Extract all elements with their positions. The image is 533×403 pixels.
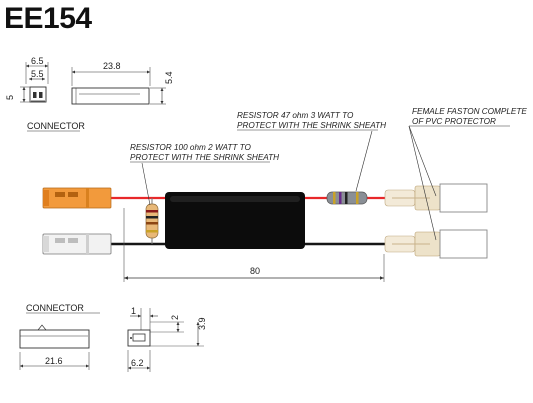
resistor-47-ohm xyxy=(326,191,368,205)
dim-2: 2 xyxy=(170,315,180,320)
dim-21-6: 21.6 xyxy=(45,356,63,366)
faston-callout-line1: FEMALE FASTON COMPLETE xyxy=(412,107,527,116)
faston-callout-line2: OF PVC PROTECTOR xyxy=(412,117,496,126)
shrink-sheath xyxy=(165,192,305,249)
dim-6-2: 6.2 xyxy=(131,358,144,368)
connector-bottom-end-view: 1 2 3.9 6.2 xyxy=(127,306,207,372)
resistor-100-callout-line2: PROTECT WITH THE SHRINK SHEATH xyxy=(130,153,279,162)
grey-connector xyxy=(42,233,112,255)
dim-6-5: 6.5 xyxy=(31,56,44,66)
resistor-47-callout-line2: PROTECT WITH THE SHRINK SHEATH xyxy=(237,121,386,130)
dim-1: 1 xyxy=(131,306,136,316)
dim-80: 80 xyxy=(250,266,260,276)
orange-connector xyxy=(42,187,112,209)
faston-terminal-bottom xyxy=(384,229,488,259)
faston-terminal-top xyxy=(384,183,488,213)
length-dimension: 80 xyxy=(123,208,385,282)
connector-top-label: CONNECTOR xyxy=(27,121,85,131)
connector-top-side-view: 23.8 5.4 xyxy=(71,61,174,105)
resistor-100-ohm xyxy=(145,198,159,244)
dim-5: 5 xyxy=(5,95,15,100)
dim-3-9: 3.9 xyxy=(197,317,207,330)
dim-23-8: 23.8 xyxy=(103,61,121,71)
resistor-100-callout-line1: RESISTOR 100 ohm 2 WATT TO xyxy=(130,143,252,152)
connector-bottom-side-view: 21.6 xyxy=(19,324,90,370)
dim-5-4: 5.4 xyxy=(164,71,174,84)
connector-top-end-view: 6.5 5.5 5 xyxy=(5,56,49,103)
dim-5-5: 5.5 xyxy=(31,69,44,79)
part-number-title: EE154 xyxy=(4,2,92,35)
resistor-47-callout-line1: RESISTOR 47 ohm 3 WATT TO xyxy=(237,111,354,120)
connector-bottom-label: CONNECTOR xyxy=(26,303,84,313)
